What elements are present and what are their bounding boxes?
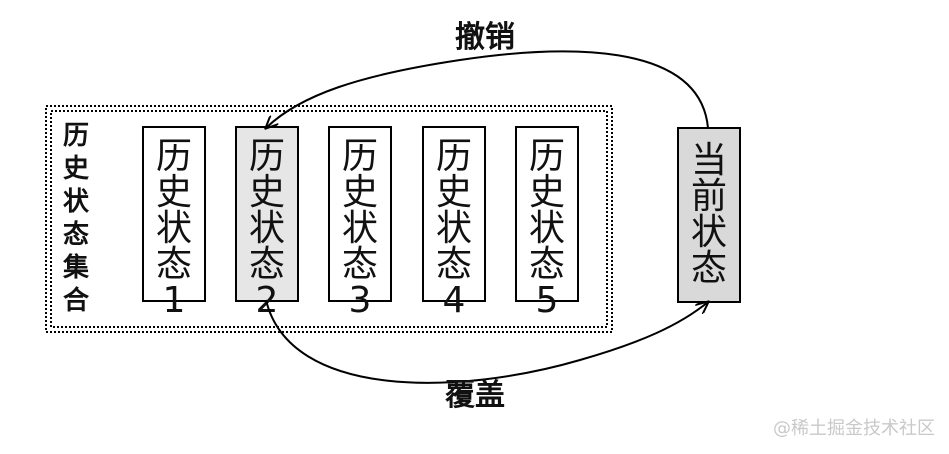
undo-arrow	[266, 50, 709, 128]
history-state-box	[515, 126, 579, 302]
watermark: @稀土掘金技术社区	[773, 418, 935, 439]
history-state-box	[235, 126, 299, 302]
history-set-label-text: 历史状态集合	[62, 121, 90, 316]
history-state-box	[142, 126, 206, 302]
current-state-rect	[677, 127, 741, 303]
history-state-box	[328, 126, 392, 302]
current-state-box: 当前状态	[677, 127, 741, 303]
undo-label: 撤销	[455, 20, 515, 55]
history-state-box	[422, 126, 486, 302]
history-set-container	[45, 105, 613, 333]
overwrite-label: 覆盖	[445, 378, 505, 413]
overwrite-arrow	[265, 299, 708, 384]
history-set-label: 历史状态集合	[62, 121, 90, 316]
current-state-label: 当前状态	[691, 140, 727, 289]
